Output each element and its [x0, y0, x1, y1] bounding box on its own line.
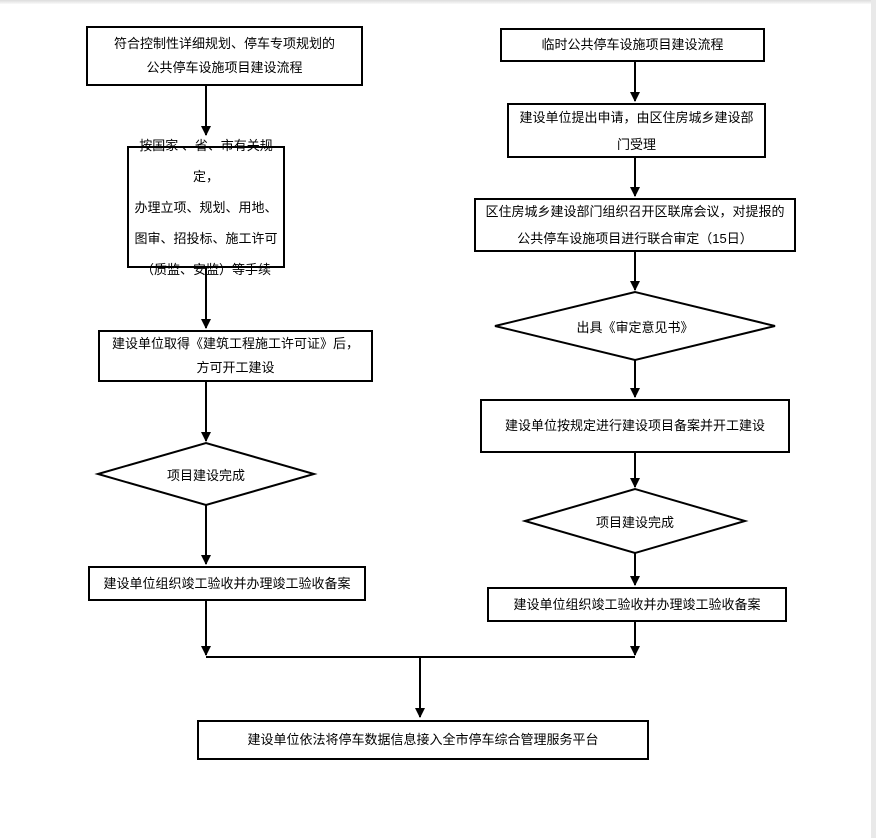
flow-node-right-acceptance: 建设单位组织竣工验收并办理竣工验收备案 [487, 587, 787, 622]
page-edge-top [0, 0, 876, 4]
decision-diamond-left-complete [94, 441, 318, 507]
flow-node-left-permit: 建设单位取得《建筑工程施工许可证》后， 方可开工建设 [98, 330, 373, 382]
flow-node-data-platform: 建设单位依法将停车数据信息接入全市停车综合管理服务平台 [197, 720, 649, 760]
flow-node-right-record-start: 建设单位按规定进行建设项目备案并开工建设 [480, 399, 790, 453]
flow-node-right-apply: 建设单位提出申请，由区住房城乡建设部 门受理 [507, 103, 766, 158]
decision-diamond-right-complete [521, 487, 749, 555]
flow-node-left-acceptance: 建设单位组织竣工验收并办理竣工验收备案 [88, 566, 366, 601]
decision-diamond-right-opinion [494, 290, 776, 362]
flow-node-right-joint-review: 区住房城乡建设部门组织召开区联席会议，对提报的 公共停车设施项目进行联合审定（1… [474, 198, 796, 252]
flow-node-left-procedures: 按国家 、省、市有关规定， 办理立项、规划、用地、 图审、招投标、施工许可 （质… [127, 138, 285, 277]
flow-node-right-title: 临时公共停车设施项目建设流程 [500, 28, 765, 62]
flow-node-left-title: 符合控制性详细规划、停车专项规划的 公共停车设施项目建设流程 [86, 26, 363, 86]
page-edge-right [871, 0, 876, 838]
